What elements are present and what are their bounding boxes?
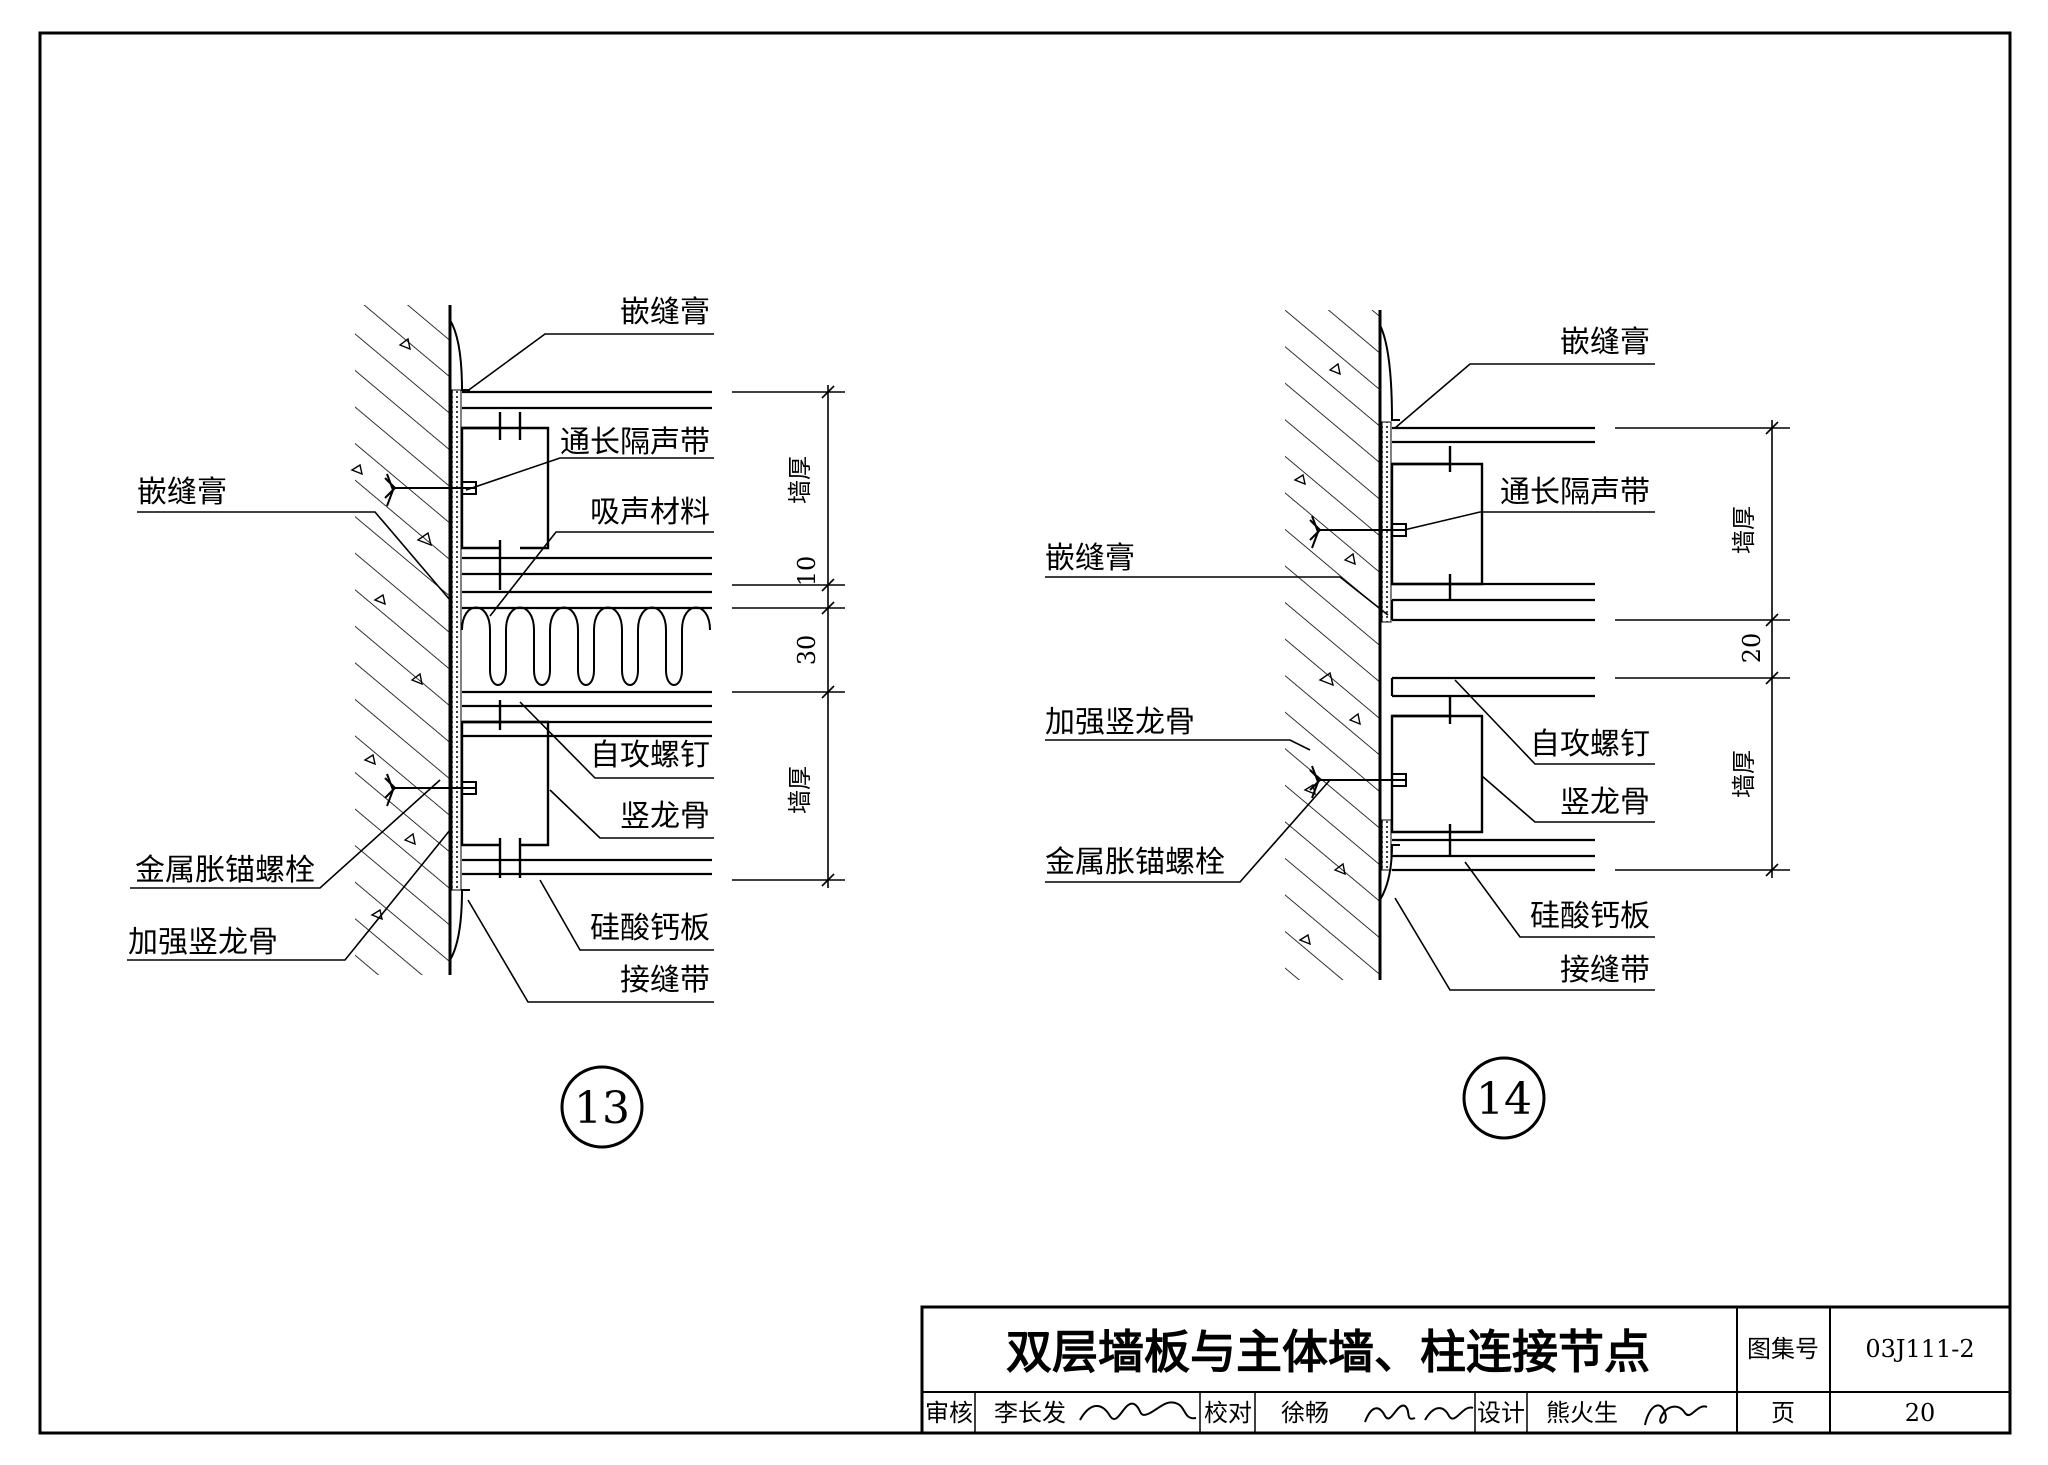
caulk-strip-13 bbox=[451, 389, 462, 891]
dim-gap-14: 20 bbox=[1738, 633, 1766, 664]
caulk-strip-14 bbox=[1381, 421, 1392, 623]
dim-wall-top-14: 墙厚 bbox=[1730, 506, 1758, 554]
leaders-14 bbox=[1045, 363, 1655, 991]
concrete-wall-13 bbox=[350, 305, 452, 975]
reviewer-signature bbox=[1079, 1401, 1197, 1421]
label-absorb-13: 吸声材料 bbox=[590, 495, 710, 530]
dim-wall-top-13: 墙厚 bbox=[786, 456, 814, 504]
label-joint-tape-13: 接缝带 bbox=[620, 963, 710, 998]
designer-signature bbox=[1644, 1404, 1708, 1426]
boards-13 bbox=[462, 390, 712, 876]
anchor-bolt-13 bbox=[384, 473, 477, 807]
detail-14: 墙厚 20 墙厚 嵌缝膏 通长隔声带 嵌缝膏 加强竖龙骨 自攻螺钉 竖龙骨 金属… bbox=[1045, 310, 1790, 1140]
label-joint-tape-14: 接缝带 bbox=[1560, 953, 1650, 988]
detail-number-circle-13 bbox=[560, 1065, 644, 1149]
dim-gap-13: 10 bbox=[793, 556, 821, 587]
label-caulk-left-14: 嵌缝膏 bbox=[1045, 541, 1135, 576]
drawing-title: 双层墙板与主体墙、柱连接节点 bbox=[1006, 1325, 1650, 1379]
designer-name: 熊火生 bbox=[1546, 1399, 1618, 1427]
check-label: 校对 bbox=[1204, 1399, 1252, 1427]
stud-upper-13 bbox=[460, 412, 550, 590]
review-label: 审核 bbox=[925, 1399, 973, 1427]
label-screw-13: 自攻螺钉 bbox=[590, 738, 710, 773]
label-board-14: 硅酸钙板 bbox=[1530, 899, 1650, 934]
label-caulk-left-13: 嵌缝膏 bbox=[137, 475, 227, 510]
concrete-wall-14 bbox=[1285, 310, 1382, 980]
dim-cavity-13: 30 bbox=[793, 635, 821, 666]
label-anchor-14: 金属胀锚螺栓 bbox=[1045, 845, 1225, 880]
title-block bbox=[920, 1305, 2012, 1435]
label-stud-13: 竖龙骨 bbox=[620, 799, 710, 834]
label-screw-14: 自攻螺钉 bbox=[1530, 727, 1650, 762]
detail-number-circle-14 bbox=[1462, 1056, 1546, 1140]
reviewer-name: 李长发 bbox=[994, 1399, 1066, 1427]
detail-number-13: 13 bbox=[574, 1083, 630, 1134]
label-stud-14: 竖龙骨 bbox=[1560, 785, 1650, 820]
label-reinforced-stud-14: 加强竖龙骨 bbox=[1045, 705, 1195, 740]
sheet-border bbox=[38, 31, 2012, 1435]
boards-14 bbox=[1390, 426, 1595, 872]
dimension-13 bbox=[732, 385, 845, 888]
caulk-strip-lower-14 bbox=[1381, 819, 1392, 871]
label-caulk-top-13: 嵌缝膏 bbox=[620, 295, 710, 330]
label-anchor-13: 金属胀锚螺栓 bbox=[135, 853, 315, 888]
label-board-13: 硅酸钙板 bbox=[590, 911, 710, 946]
page-number: 20 bbox=[1905, 1399, 1936, 1427]
dim-wall-bottom-14: 墙厚 bbox=[1730, 750, 1758, 798]
absorbing-material-13 bbox=[461, 606, 711, 686]
label-reinforced-stud-13: 加强竖龙骨 bbox=[128, 925, 278, 960]
dim-wall-bottom-13: 墙厚 bbox=[786, 766, 814, 814]
checker-name: 徐畅 bbox=[1281, 1399, 1329, 1427]
design-label: 设计 bbox=[1477, 1399, 1525, 1427]
atlas-label: 图集号 bbox=[1747, 1335, 1819, 1363]
label-caulk-top-14: 嵌缝膏 bbox=[1560, 325, 1650, 360]
page-label: 页 bbox=[1771, 1399, 1795, 1427]
detail-13: 墙厚 10 30 墙厚 嵌缝膏 通长隔声带 吸声材料 嵌缝膏 自攻螺钉 竖龙骨 … bbox=[127, 295, 845, 1149]
detail-number-14: 14 bbox=[1476, 1074, 1532, 1125]
label-sound-strip-13: 通长隔声带 bbox=[560, 425, 710, 460]
dimension-14 bbox=[1615, 420, 1790, 878]
label-sound-strip-14: 通长隔声带 bbox=[1500, 475, 1650, 510]
checker-signature bbox=[1364, 1404, 1474, 1423]
atlas-number: 03J111-2 bbox=[1865, 1335, 1974, 1363]
leaders-13 bbox=[127, 333, 714, 1003]
